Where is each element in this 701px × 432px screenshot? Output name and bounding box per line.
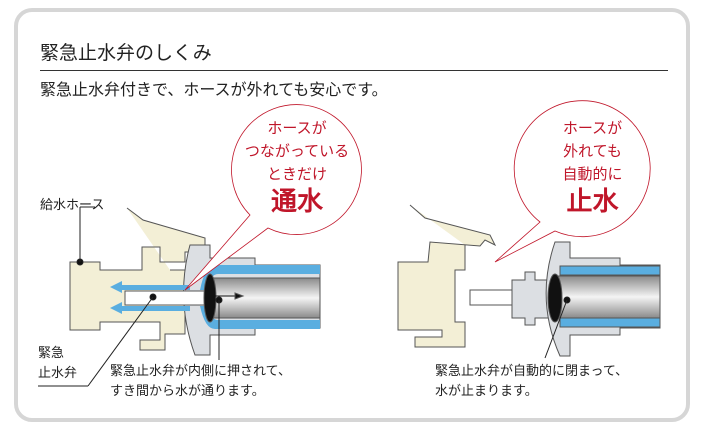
caption-line: 水が止まります。 bbox=[435, 384, 538, 399]
caption-line: 緊急止水弁が自動的に閉まって、 bbox=[435, 364, 629, 379]
right-connector bbox=[397, 204, 661, 357]
bubble-line: 自動的に bbox=[562, 165, 623, 183]
right-leader-line bbox=[544, 296, 571, 359]
bubble-line: 外れても bbox=[563, 142, 622, 160]
left-valve-stem bbox=[124, 290, 211, 306]
left-pipe bbox=[209, 277, 321, 319]
bubble-line: つながっている bbox=[244, 142, 350, 160]
frame bbox=[14, 8, 690, 422]
right-water-lower bbox=[559, 317, 661, 328]
caption-line: 緊急止水弁が内側に押されて、 bbox=[110, 364, 291, 379]
left-speech-bubble bbox=[184, 104, 362, 291]
water-arrow-lower bbox=[120, 306, 190, 311]
right-hose-body bbox=[397, 204, 497, 348]
bubble-emphasis: 止水 bbox=[566, 187, 619, 217]
divider bbox=[40, 70, 668, 71]
left-leader-lines bbox=[38, 206, 223, 387]
right-bubble-text: ホースが 外れても 自動的に 止水 bbox=[525, 117, 660, 218]
right-speech-bubble bbox=[494, 100, 651, 263]
right-valve-disc bbox=[547, 273, 563, 323]
bubble-line: ホースが bbox=[267, 119, 327, 137]
right-caption: 緊急止水弁が自動的に閉まって、 水が止まります。 bbox=[435, 362, 628, 402]
right-pipe bbox=[557, 275, 661, 319]
left-caption: 緊急止水弁が内側に押されて、 すき間から水が通ります。 bbox=[110, 362, 291, 402]
label-valve-line2: 止水弁 bbox=[38, 366, 78, 381]
left-bubble-text: ホースが つながっている ときだけ 通水 bbox=[232, 117, 362, 218]
bubble-line: ホースが bbox=[562, 119, 623, 137]
left-hose-body bbox=[69, 207, 206, 351]
caption-line: すき間から水が通ります。 bbox=[110, 384, 265, 399]
subtitle: 緊急止水弁付きで、ホースが外れても安心です。 bbox=[40, 80, 388, 99]
water-arrowhead-upper bbox=[110, 281, 122, 293]
left-water-lower bbox=[190, 306, 320, 329]
left-valve-disc bbox=[203, 273, 217, 323]
bubble-line: ときだけ bbox=[266, 165, 327, 183]
label-supply-hose: 給水ホース bbox=[40, 198, 105, 213]
label-valve-line1: 緊急 bbox=[38, 346, 65, 361]
left-water-upper bbox=[190, 265, 320, 290]
bubble-emphasis: 通水 bbox=[270, 187, 323, 217]
right-nut bbox=[511, 271, 551, 326]
page-title: 緊急止水弁のしくみ bbox=[40, 42, 212, 64]
water-arrow-upper bbox=[120, 285, 190, 290]
left-connector bbox=[69, 207, 321, 356]
water-arrowhead-lower bbox=[110, 302, 122, 314]
right-water-upper bbox=[559, 265, 661, 276]
